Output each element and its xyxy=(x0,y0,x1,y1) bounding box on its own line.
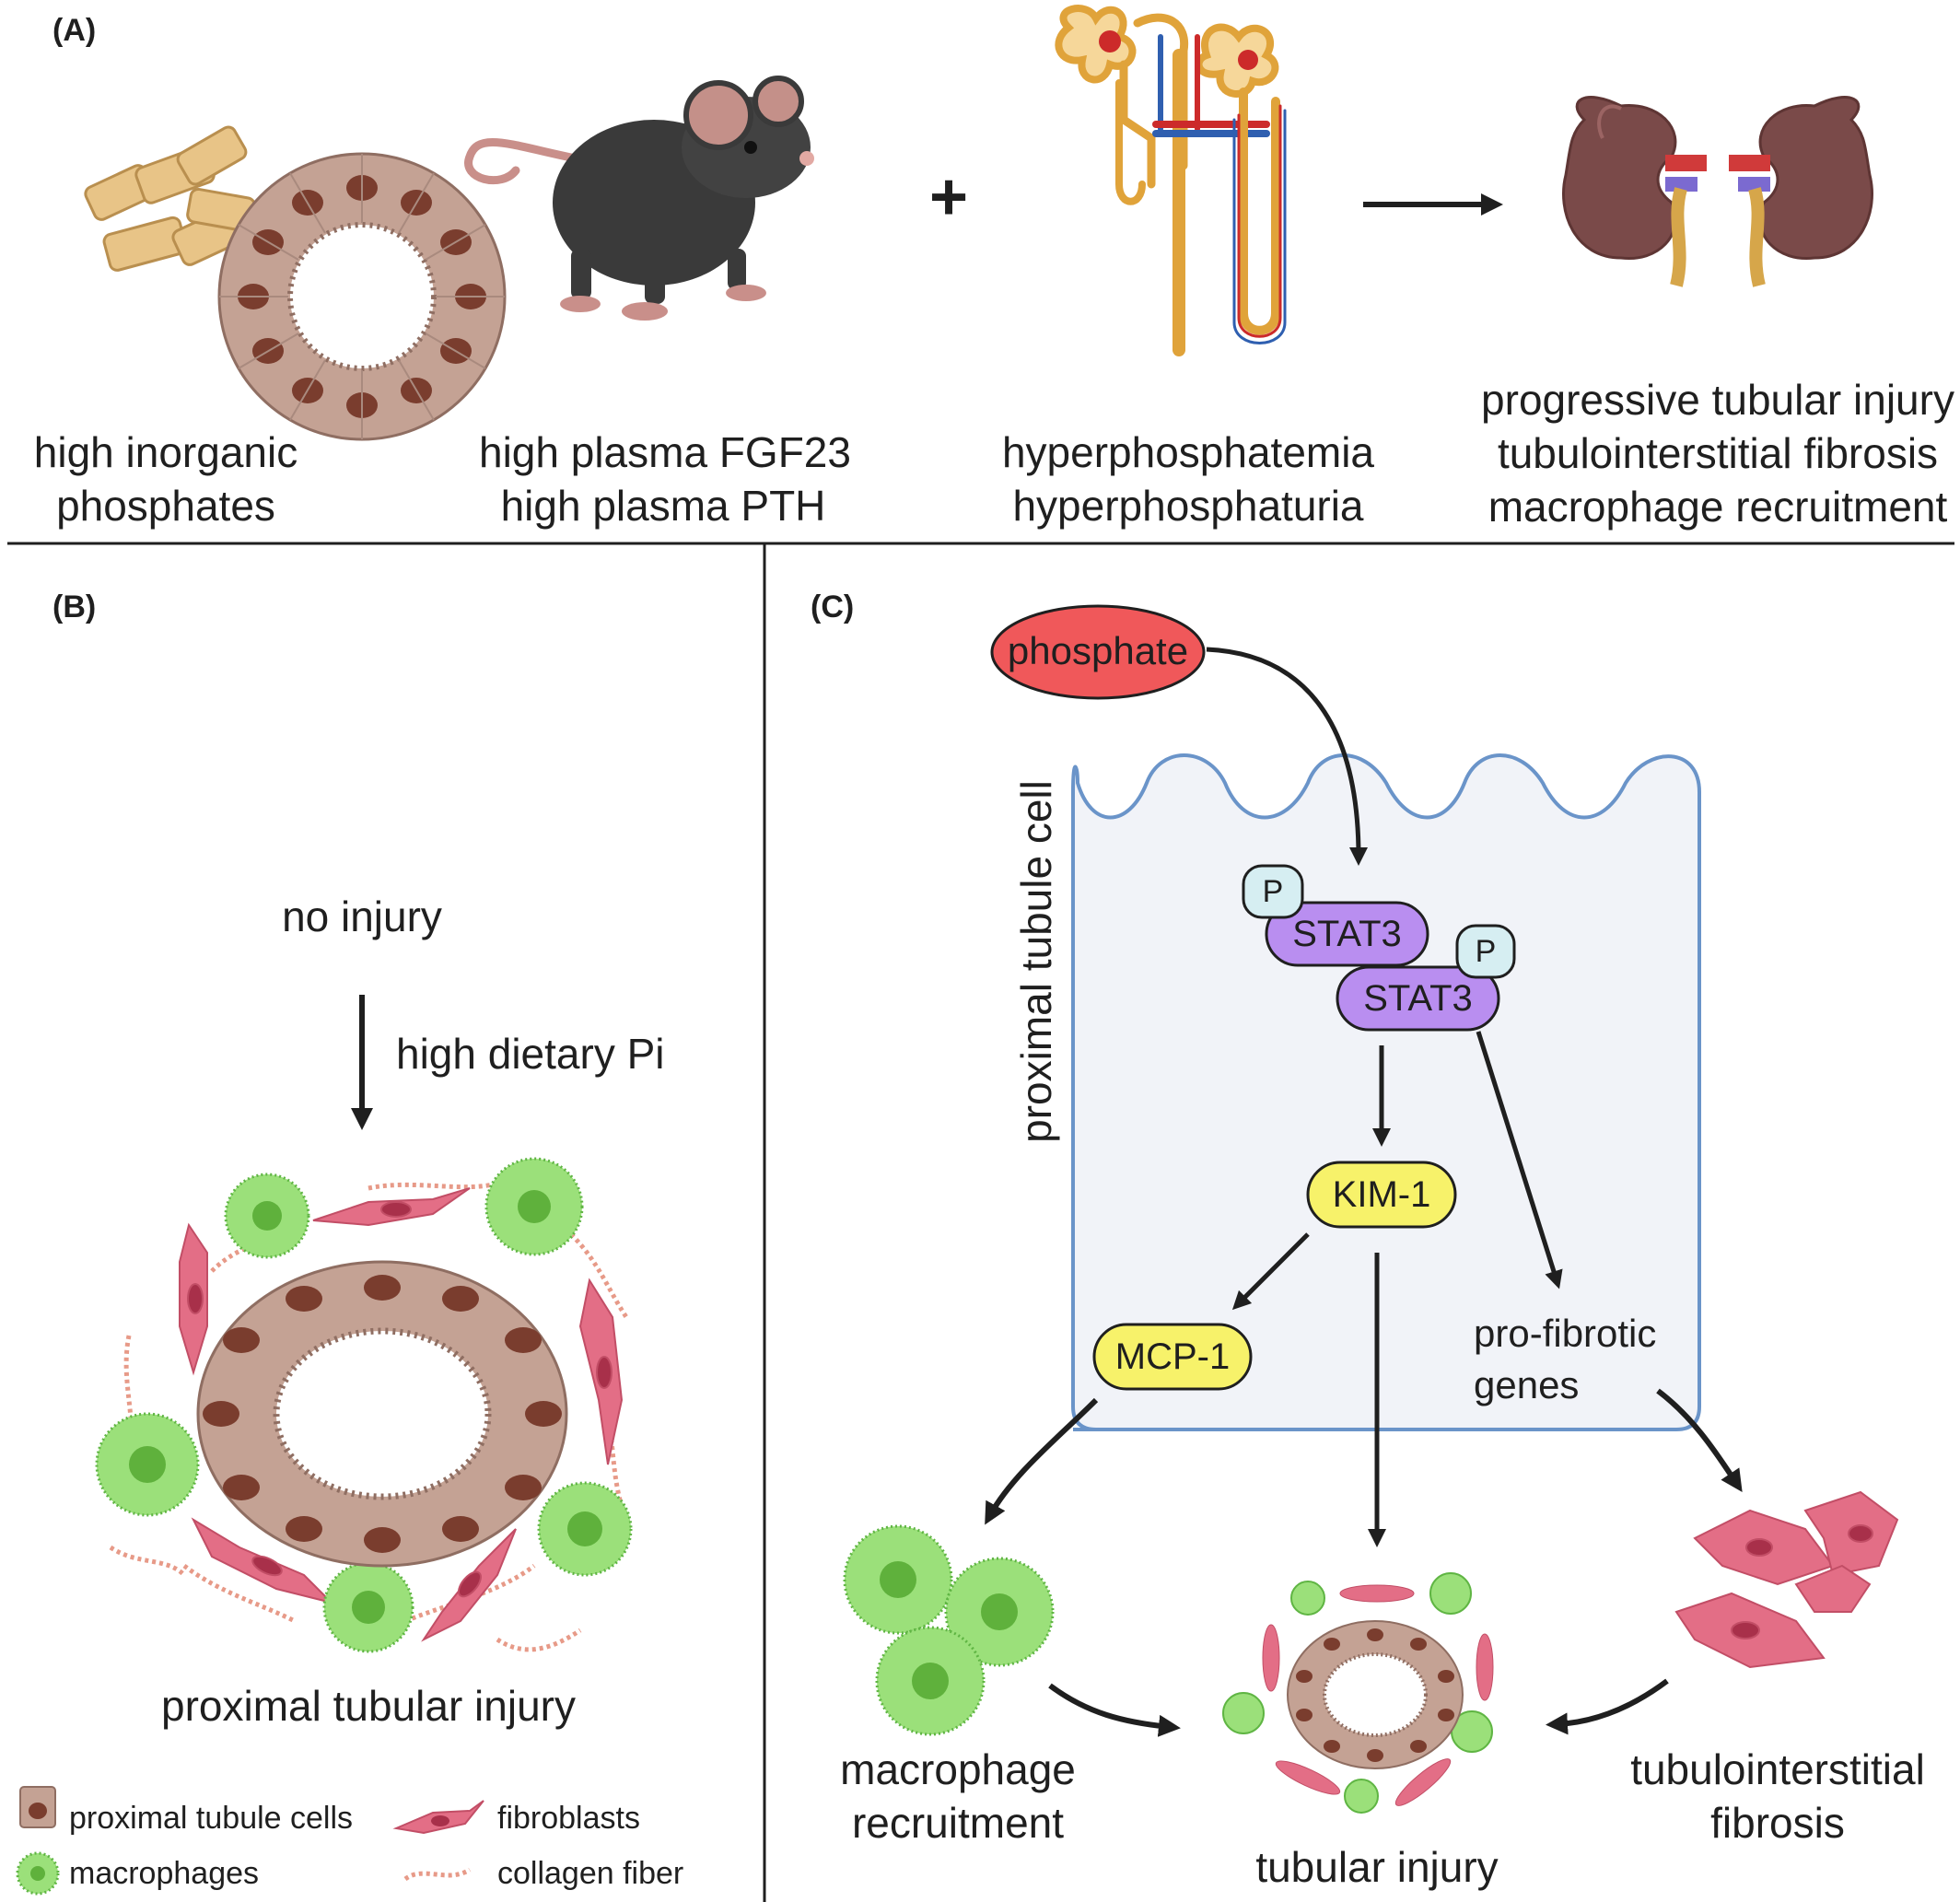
legend-fibroblasts-label: fibroblasts xyxy=(497,1801,640,1836)
p-badge-2-label: P xyxy=(1475,934,1497,969)
nephron-icon xyxy=(1055,5,1287,356)
healthy-tubule-icon xyxy=(217,152,507,441)
stat3-pill-2 xyxy=(1336,965,1500,1032)
legend-fibroblast-icon xyxy=(392,1800,484,1835)
p-badge-1-label: P xyxy=(1262,874,1284,909)
arrow-fibrosis-injury xyxy=(1546,1678,1669,1735)
legend-tubule-label: proximal tubule cells xyxy=(69,1801,354,1836)
label-proximal-tubule-cell: proximal tubule cell xyxy=(1012,780,1060,1143)
label-tubular-injury: tubular injury xyxy=(1255,1843,1499,1891)
kidneys-icon xyxy=(1562,96,1873,287)
stat3-pill-1 xyxy=(1265,901,1429,967)
phosphate-pills-icon xyxy=(84,125,256,272)
arrow-phosphate-entry xyxy=(1206,647,1368,866)
mcp1-pill xyxy=(1092,1323,1253,1391)
label-proximal-tubular-injury: proximal tubular injury xyxy=(161,1682,576,1730)
arrow-stat3-profibrotic xyxy=(1476,1031,1563,1289)
legend-tubule-icon xyxy=(19,1786,56,1828)
legend-macrophages-label: macrophages xyxy=(69,1856,260,1891)
panel-label-a: (A) xyxy=(52,13,97,48)
macrophages xyxy=(95,1157,633,1653)
label-high-dietary-pi: high dietary Pi xyxy=(396,1030,665,1078)
fibroblasts xyxy=(179,1187,624,1642)
stat3-label-2: STAT3 xyxy=(1363,978,1473,1019)
injured-tubule-cluster xyxy=(95,1157,633,1653)
label-phosphate: phosphate xyxy=(1007,629,1189,672)
tubular-injury-icon xyxy=(1222,1572,1494,1814)
arrow-profibrotic-fibrosis xyxy=(1656,1388,1743,1492)
kim1-label: KIM-1 xyxy=(1332,1174,1431,1215)
arrow-macrophage-injury xyxy=(1048,1683,1181,1737)
legend-collagen-label: collagen fiber xyxy=(497,1856,684,1891)
stat3-label-1: STAT3 xyxy=(1292,914,1402,954)
p-badge-2 xyxy=(1455,924,1516,979)
mcp1-label: MCP-1 xyxy=(1114,1336,1231,1377)
legend-macrophage-icon xyxy=(16,1851,60,1896)
label-no-injury: no injury xyxy=(282,893,442,940)
proximal-tubule-cell xyxy=(1071,753,1701,1431)
mouse-icon xyxy=(464,76,814,321)
kim1-pill xyxy=(1306,1161,1457,1229)
legend-collagen-icon xyxy=(403,1867,472,1882)
p-badge-1 xyxy=(1242,864,1304,919)
plus-sign: + xyxy=(929,160,968,234)
arrow-kim1-mcp1 xyxy=(1231,1232,1310,1311)
panel-label-c: (C) xyxy=(811,589,855,624)
phosphate-oval xyxy=(990,604,1206,700)
arrow-mcp1-macrophage xyxy=(985,1397,1099,1525)
fibroblast-cluster xyxy=(1674,1490,1899,1669)
panel-label-b: (B) xyxy=(52,589,97,624)
macrophage-cluster xyxy=(843,1524,1055,1736)
